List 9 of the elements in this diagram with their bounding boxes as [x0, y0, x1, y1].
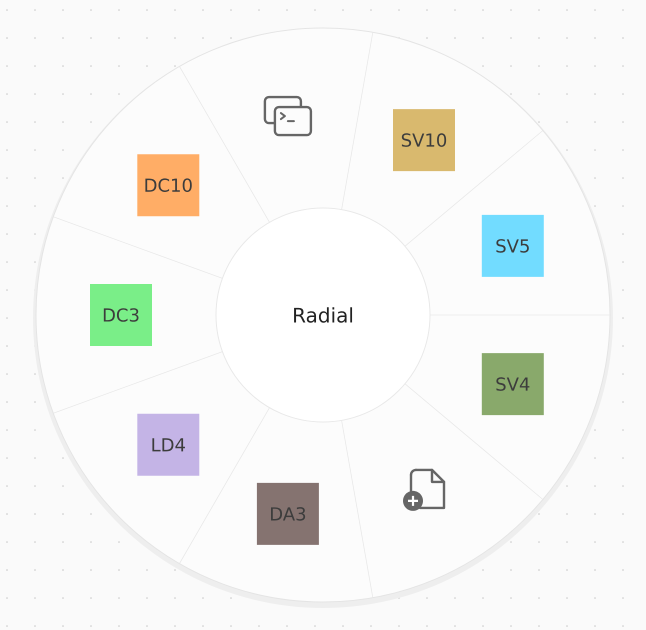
sticky-note: LD4 [137, 414, 200, 476]
file-add-icon [403, 468, 446, 511]
sticky-note: SV4 [482, 353, 544, 416]
terminal-icon [264, 96, 312, 136]
sticky-note: SV5 [482, 214, 544, 277]
sticky-note: DC10 [137, 154, 200, 216]
sticky-note: SV10 [393, 109, 455, 172]
sticky-note: DC3 [90, 284, 152, 346]
sticky-note: DA3 [256, 482, 319, 545]
